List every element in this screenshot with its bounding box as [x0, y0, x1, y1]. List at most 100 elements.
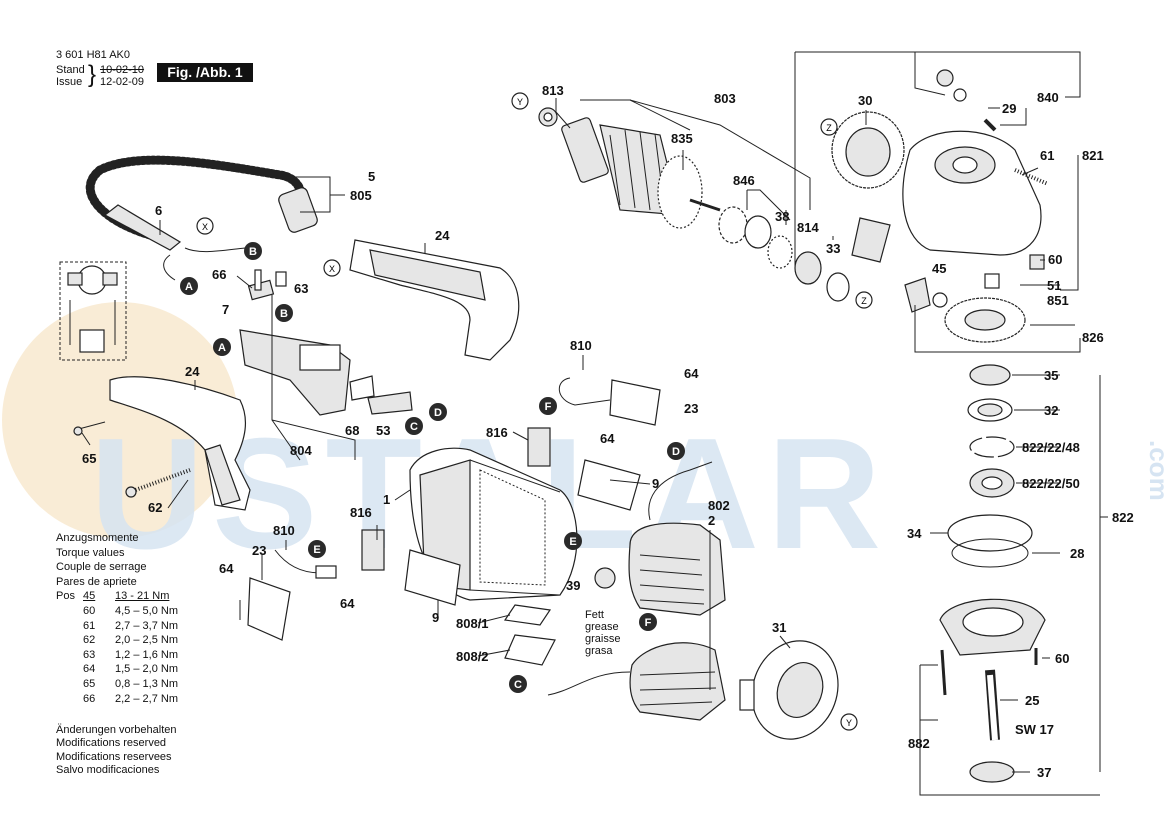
marker-E: E: [308, 540, 326, 558]
marker-Z: Z: [826, 123, 832, 133]
figure-label: Fig. /Abb. 1: [157, 63, 253, 82]
svg-text:A: A: [218, 342, 226, 354]
part-label: 65: [82, 451, 96, 466]
part-label: 813: [542, 83, 564, 98]
part-label: 822/22/50: [1022, 476, 1080, 491]
modification-notes: Änderungen vorbehalten Modifications res…: [56, 724, 176, 778]
part-label: 24: [435, 228, 450, 243]
marker-D: D: [667, 442, 685, 460]
part-label: 60: [1048, 252, 1062, 267]
part-label: 835: [671, 131, 693, 146]
bearing-stack-upper: [718, 206, 891, 309]
marker-B: B: [244, 242, 262, 260]
part-label: 882: [908, 736, 930, 751]
svg-text:graisse: graisse: [585, 633, 620, 645]
date-old: 10-02-10: [100, 64, 145, 76]
svg-text:Fett: Fett: [585, 609, 604, 621]
svg-text:D: D: [434, 407, 442, 419]
part-label: 803: [714, 91, 736, 106]
part-label: 804: [290, 443, 312, 458]
spindle-stack: [939, 364, 1046, 783]
spur-gear-826: [944, 297, 1026, 343]
part-label: 814: [797, 220, 819, 235]
marker-B: B: [275, 304, 293, 322]
marker-X: X: [329, 264, 335, 274]
date-new: 12-02-09: [100, 76, 145, 88]
pos-label: Pos: [56, 590, 75, 603]
part-label: 9: [652, 476, 659, 491]
part-label: SW 17: [1015, 722, 1054, 737]
part-label: 826: [1082, 330, 1104, 345]
switch-unit: [239, 269, 413, 416]
marker-F: F: [539, 397, 557, 415]
note-line: Salvo modificaciones: [56, 764, 160, 777]
part-label: 28: [1070, 546, 1084, 561]
svg-text:D: D: [672, 446, 680, 458]
svg-text:E: E: [313, 544, 320, 556]
part-label: 822/22/48: [1022, 440, 1080, 455]
svg-text:B: B: [280, 308, 288, 320]
part-label: 62: [148, 500, 162, 515]
part-label: 64: [684, 366, 699, 381]
bevel-gear-30: [820, 111, 905, 189]
grease-note: Fett grease graisse grasa: [585, 609, 620, 657]
marker-X-cord: [196, 217, 214, 235]
part-label: 51: [1047, 278, 1061, 293]
part-label: 810: [570, 338, 592, 353]
field-coils: [547, 461, 726, 721]
part-label: 34: [907, 526, 922, 541]
torque-title: Couple de serrage: [56, 561, 147, 574]
marker-A: A: [180, 277, 198, 295]
svg-text:C: C: [514, 679, 522, 691]
part-label: 29: [1002, 101, 1016, 116]
part-label: 810: [273, 523, 295, 538]
note-line: Modifications reservees: [56, 750, 172, 763]
part-label: 33: [826, 241, 840, 256]
svg-text:grease: grease: [585, 621, 619, 633]
marker-F: F: [639, 613, 657, 631]
part-label: 35: [1044, 368, 1058, 383]
marker-A: A: [213, 338, 231, 356]
svg-text:B: B: [249, 246, 257, 258]
pinion-45: [904, 277, 948, 313]
marker-Y: Y: [511, 92, 529, 110]
side-handle-24-lower: [73, 376, 251, 511]
part-label: 7: [222, 302, 229, 317]
armature-835: [538, 107, 721, 229]
svg-text:C: C: [410, 421, 418, 433]
watermark-suffix: .com: [1144, 440, 1169, 501]
svg-text:Z: Z: [861, 296, 867, 306]
part-label: 68: [345, 423, 359, 438]
stand-label: Stand: [56, 64, 85, 76]
part-label: 808/1: [456, 616, 489, 631]
marker-D: D: [429, 403, 447, 421]
svg-text:A: A: [185, 281, 193, 293]
part-label: 64: [219, 561, 234, 576]
note-line: Änderungen vorbehalten: [56, 724, 177, 736]
part-label: 822: [1112, 510, 1134, 525]
svg-text:E: E: [569, 536, 576, 548]
part-label: 23: [252, 543, 266, 558]
brace: }: [88, 61, 97, 88]
part-label: 805: [350, 188, 372, 203]
marker-C: C: [405, 417, 423, 435]
torque-title: Pares de apriete: [56, 575, 137, 588]
marker-Z: Z: [861, 296, 867, 306]
svg-text:Y: Y: [846, 718, 852, 728]
torque-table: Anzugsmomente Torque values Couple de se…: [56, 531, 178, 706]
marker-Y: Y: [840, 713, 858, 731]
part-label: 25: [1025, 693, 1039, 708]
issue-label: Issue: [56, 76, 83, 88]
marker-E: E: [564, 532, 582, 550]
part-label: 1: [383, 492, 390, 507]
note-line: Modifications reserved: [56, 737, 167, 750]
torque-row: Pos 45 13 - 21 Nm: [56, 589, 178, 604]
marker-X: X: [202, 222, 208, 232]
